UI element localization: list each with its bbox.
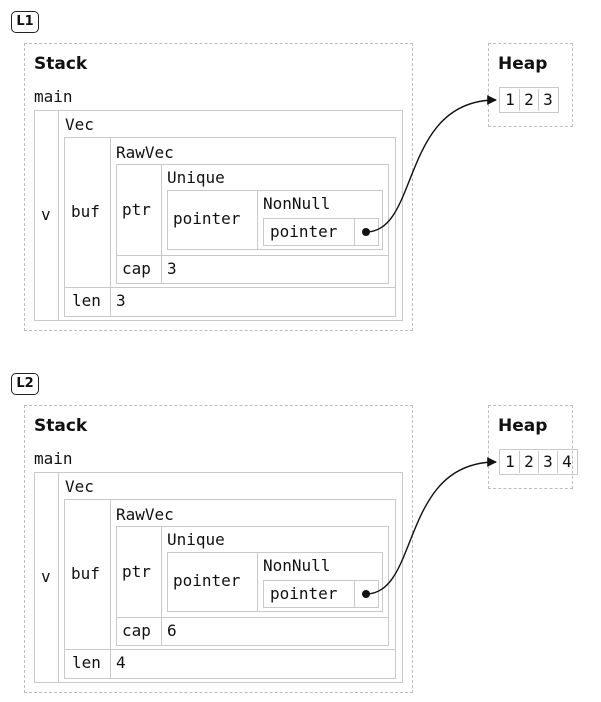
frame-name: main bbox=[34, 449, 73, 468]
vec-box bbox=[58, 110, 403, 321]
vec-fields-table bbox=[64, 499, 396, 679]
heap-region bbox=[488, 43, 573, 127]
frame-name: main bbox=[34, 87, 73, 106]
buf-field-label: buf bbox=[71, 202, 100, 221]
vec-type-label: Vec bbox=[65, 115, 94, 134]
unique-type-label: Unique bbox=[167, 530, 225, 549]
divider bbox=[257, 552, 258, 612]
ptr-field-label: ptr bbox=[122, 562, 151, 581]
pointer-field-label: pointer bbox=[173, 209, 241, 228]
heap-cell: 2 bbox=[520, 451, 539, 473]
vec-fields-table bbox=[64, 137, 396, 317]
cap-field-label: cap bbox=[122, 259, 151, 278]
len-field-label: len bbox=[72, 291, 101, 310]
nonnull-pointer-cell bbox=[263, 218, 379, 246]
divider bbox=[161, 164, 162, 284]
heap-cell: 2 bbox=[520, 89, 539, 111]
rawvec-type-label: RawVec bbox=[116, 505, 174, 524]
pointer-arrow bbox=[365, 95, 497, 233]
unique-fields-table bbox=[167, 190, 383, 250]
variable-name: v bbox=[41, 567, 51, 586]
heap-title: Heap bbox=[498, 54, 548, 74]
heap-cell: 1 bbox=[501, 89, 520, 111]
len-field-label: len bbox=[72, 653, 101, 672]
buf-field-label: buf bbox=[71, 564, 100, 583]
divider bbox=[161, 526, 162, 646]
divider bbox=[116, 617, 389, 618]
heap-array: 1 2 3 bbox=[499, 87, 559, 113]
cap-value: 3 bbox=[167, 259, 177, 278]
heap-cell: 1 bbox=[501, 451, 520, 473]
divider bbox=[354, 218, 355, 246]
stack-region bbox=[24, 405, 413, 693]
memory-diagram-l1: L1 Stack main v Vec buf len 3 RawVec ptr… bbox=[0, 0, 601, 340]
rawvec-type-label: RawVec bbox=[116, 143, 174, 162]
nonnull-pointer-cell bbox=[263, 580, 379, 608]
heap-cell: 4 bbox=[562, 452, 572, 471]
rawvec-fields-table bbox=[116, 526, 389, 646]
divider bbox=[64, 287, 396, 288]
nonnull-type-label: NonNull bbox=[263, 194, 331, 213]
memory-diagram-l2: L2 Stack main v Vec buf len 4 RawVec ptr… bbox=[0, 362, 601, 702]
step-label: L1 bbox=[11, 11, 39, 33]
divider bbox=[110, 499, 111, 679]
divider bbox=[257, 190, 258, 250]
pointer-arrow bbox=[365, 457, 497, 595]
heap-region bbox=[488, 405, 573, 489]
ptr-field-label: ptr bbox=[122, 200, 151, 219]
step-label: L2 bbox=[11, 373, 39, 395]
stack-title: Stack bbox=[34, 54, 88, 74]
cap-value: 6 bbox=[167, 621, 177, 640]
variable-name: v bbox=[41, 205, 51, 224]
rawvec-fields-table bbox=[116, 164, 389, 284]
inner-pointer-field-label: pointer bbox=[270, 584, 338, 603]
heap-cell: 3 bbox=[543, 90, 553, 109]
stack-region bbox=[24, 43, 413, 331]
len-value: 4 bbox=[116, 653, 126, 672]
nonnull-type-label: NonNull bbox=[263, 556, 331, 575]
inner-pointer-field-label: pointer bbox=[270, 222, 338, 241]
vec-box bbox=[58, 472, 403, 683]
len-value: 3 bbox=[116, 291, 126, 310]
vec-type-label: Vec bbox=[65, 477, 94, 496]
divider bbox=[64, 649, 396, 650]
divider bbox=[116, 255, 389, 256]
divider bbox=[354, 580, 355, 608]
divider bbox=[110, 137, 111, 317]
unique-fields-table bbox=[167, 552, 383, 612]
pointer-field-label: pointer bbox=[173, 571, 241, 590]
heap-cell: 3 bbox=[539, 451, 558, 473]
unique-type-label: Unique bbox=[167, 168, 225, 187]
heap-title: Heap bbox=[498, 416, 548, 436]
heap-array: 1 2 3 4 bbox=[499, 449, 578, 475]
stack-title: Stack bbox=[34, 416, 88, 436]
cap-field-label: cap bbox=[122, 621, 151, 640]
